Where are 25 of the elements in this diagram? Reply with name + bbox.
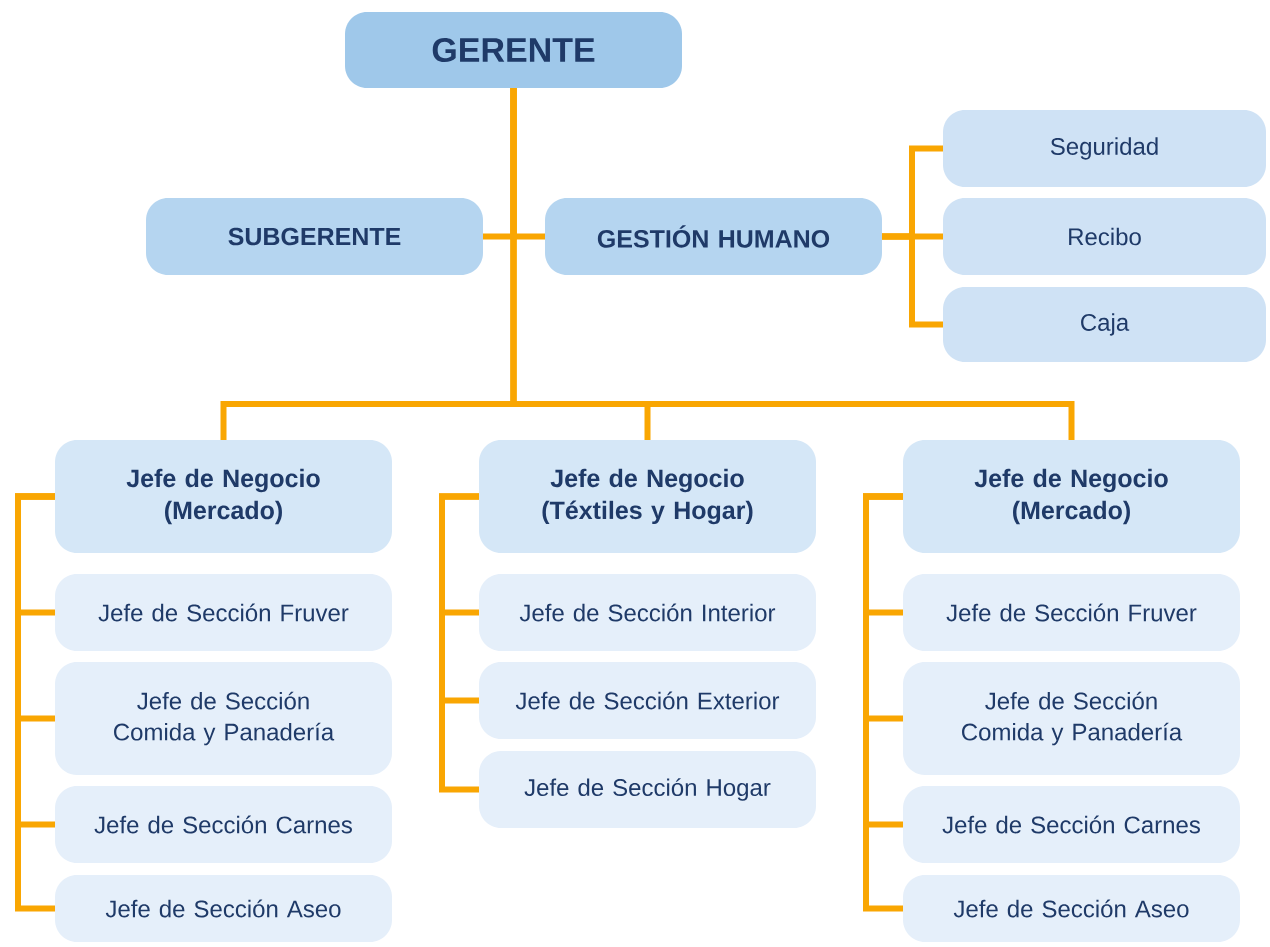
position-box: Jefe de Sección Aseo — [55, 875, 392, 942]
connector-line — [510, 85, 1075, 443]
position-box: Caja — [943, 287, 1266, 362]
connector-line — [439, 493, 482, 793]
position-box: Jefe de Sección Fruver — [55, 574, 392, 651]
position-box: Jefe de Sección Aseo — [903, 875, 1240, 942]
position-box: Jefe de Sección Carnes — [55, 786, 392, 863]
position-box: Jefe de Sección Interior — [479, 574, 816, 651]
position-box: Seguridad — [943, 110, 1266, 187]
position-box: Jefe de Negocio (Mercado) — [903, 440, 1240, 553]
position-box: SUBGERENTE — [146, 198, 483, 275]
position-box: Jefe de Sección Comida y Panadería — [55, 662, 392, 775]
position-box: Jefe de Sección Hogar — [479, 751, 816, 828]
position-box: Recibo — [943, 198, 1266, 275]
position-box: Jefe de Negocio (Mercado) — [55, 440, 392, 553]
position-box: GERENTE — [345, 12, 682, 88]
connector-line — [879, 233, 946, 328]
position-box: Jefe de Sección Exterior — [479, 662, 816, 739]
position-box: Jefe de Sección Fruver — [903, 574, 1240, 651]
connector-line — [863, 493, 906, 912]
position-box: Jefe de Negocio (Téxtiles y Hogar) — [479, 440, 816, 553]
connector-line — [15, 493, 58, 912]
position-box: GESTIÓN HUMANO — [545, 198, 882, 275]
position-box: Jefe de Sección Comida y Panadería — [903, 662, 1240, 775]
position-box: Jefe de Sección Carnes — [903, 786, 1240, 863]
